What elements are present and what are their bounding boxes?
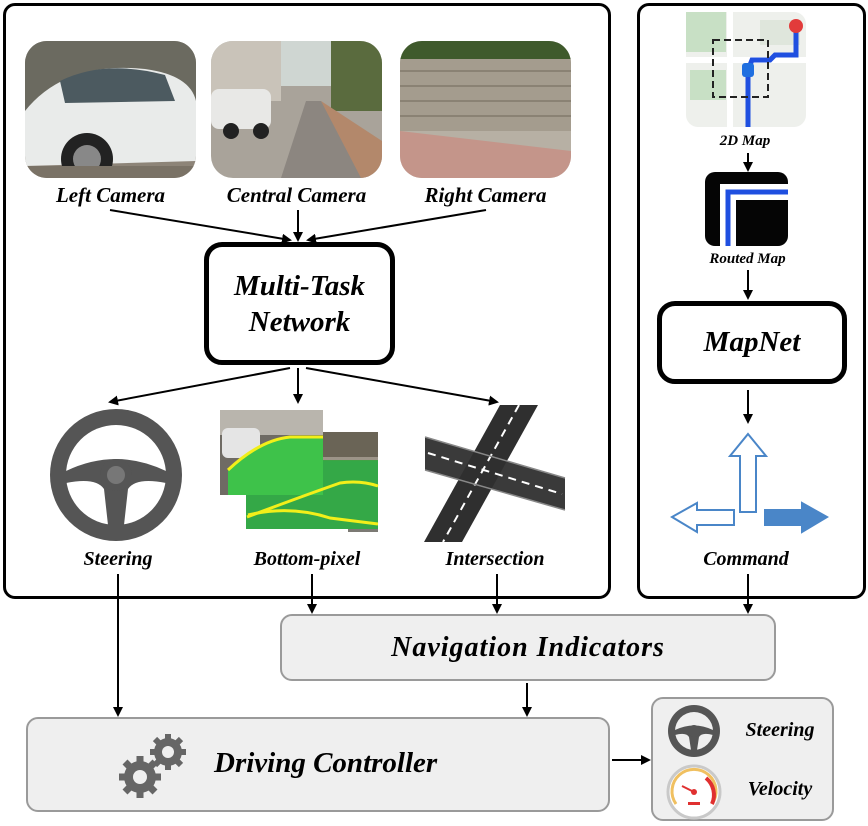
network-line-2: Network: [248, 305, 351, 338]
intersection-label: Intersection: [445, 548, 545, 570]
navigation-indicators-label: Navigation Indicators: [391, 631, 665, 663]
left-camera-image: [25, 41, 196, 178]
driving-controller-box: Driving Controller: [26, 717, 610, 812]
bottom-pixel-label: Bottom-pixel: [253, 548, 361, 570]
mapnet-label: MapNet: [703, 326, 801, 358]
steering-output-label: Steering: [83, 548, 153, 570]
mapnet-node: MapNet: [657, 301, 847, 384]
control-steering-label: Steering: [745, 719, 815, 741]
command-label: Command: [703, 548, 789, 570]
control-outputs-box: [651, 697, 834, 821]
navigation-indicators-box: Navigation Indicators: [280, 614, 776, 681]
central-camera-label: Central Camera: [226, 183, 367, 207]
control-velocity-label: Velocity: [747, 778, 813, 800]
routed-map-label: Routed Map: [709, 251, 786, 267]
2d-map-label: 2D Map: [719, 133, 771, 149]
central-camera-image: [211, 41, 382, 178]
driving-controller-label: Driving Controller: [214, 747, 438, 779]
right-camera-image: [400, 41, 571, 178]
left-camera-label: Left Camera: [55, 183, 166, 207]
network-line-1: Multi-Task: [233, 269, 366, 302]
right-camera-label: Right Camera: [424, 183, 547, 207]
